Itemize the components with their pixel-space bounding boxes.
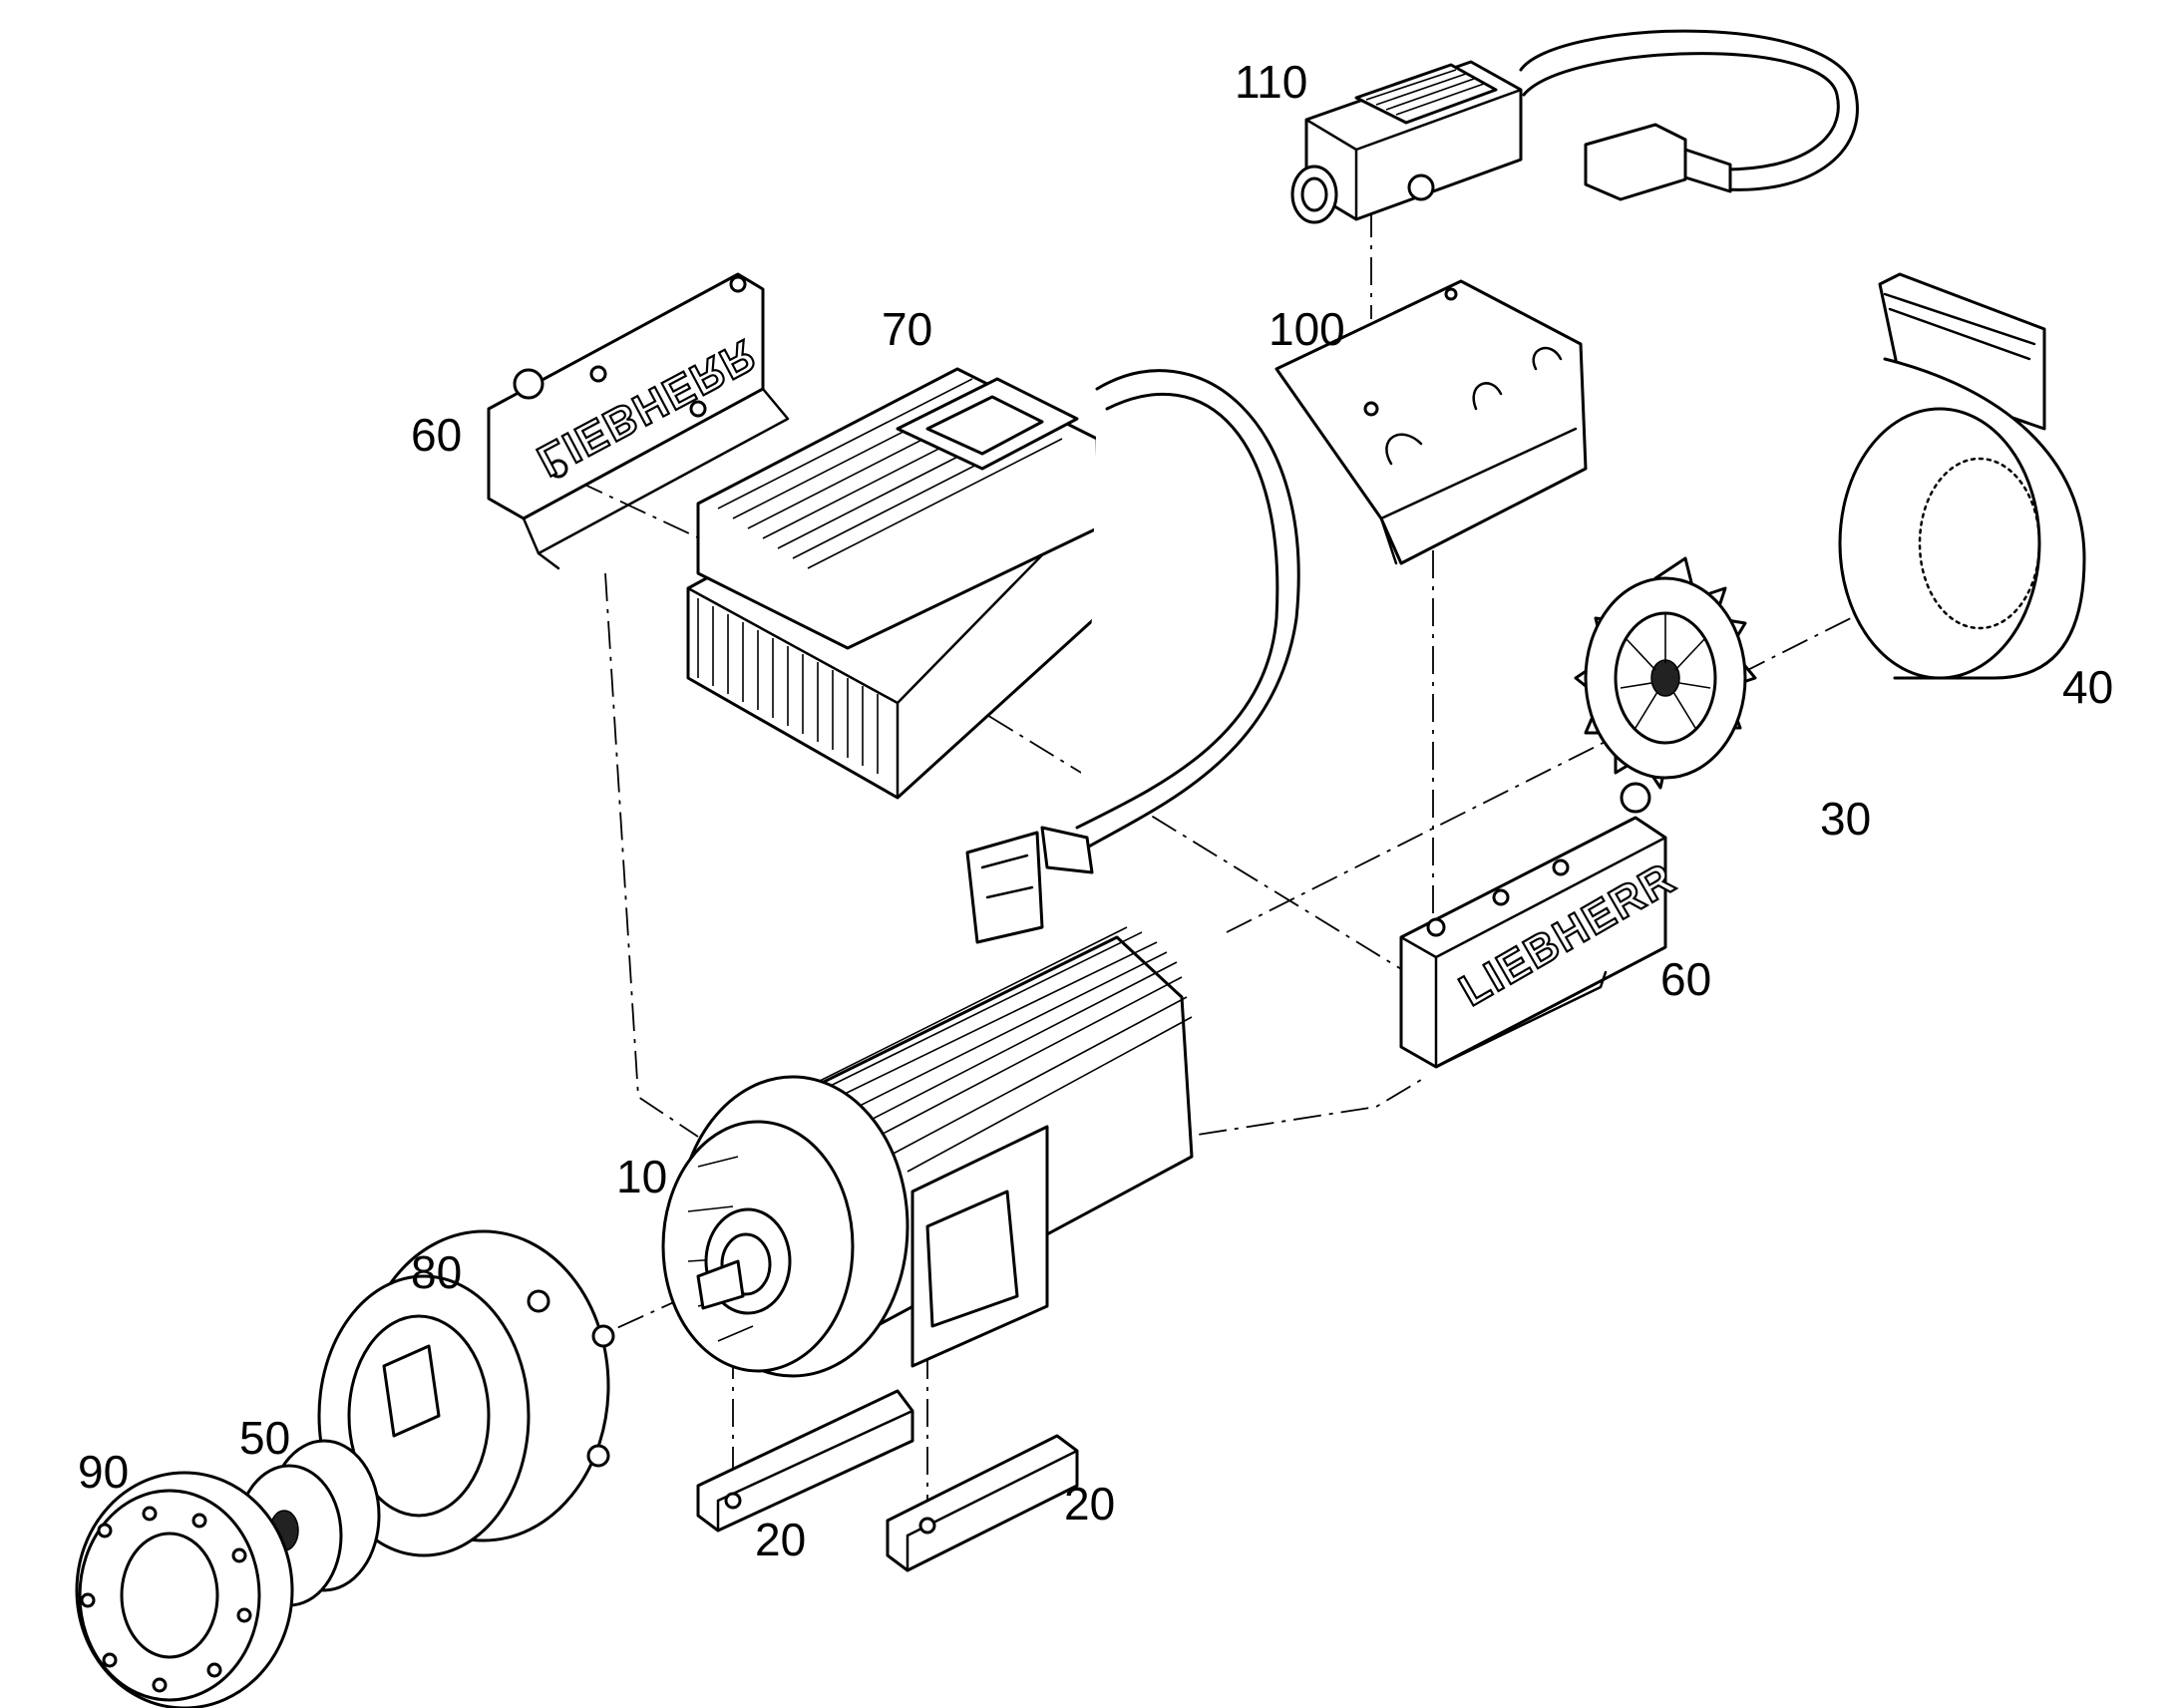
part-110-junction-box [1290, 29, 1859, 224]
callout-90: 90 [78, 1446, 129, 1498]
callout-40: 40 [2062, 661, 2113, 713]
part-90-flange-ring [75, 1471, 294, 1708]
callout-30: 30 [1820, 793, 1871, 845]
part-20-rail-right [886, 1434, 1079, 1572]
part-10-motor [661, 926, 1194, 1378]
callout-60-right: 60 [1660, 953, 1711, 1005]
callout-50: 50 [239, 1412, 290, 1464]
callout-10: 10 [616, 1151, 667, 1202]
part-70-converter-unit [686, 367, 1300, 944]
callout-100: 100 [1269, 303, 1345, 355]
part-100-bracket-plate [1274, 279, 1588, 565]
part-30-impeller-fan [1574, 556, 1757, 790]
callout-70: 70 [882, 303, 932, 355]
part-40-fan-cowl [1838, 272, 2086, 680]
part-60-bracket-right: LIEBHERR [1399, 782, 1685, 1069]
callout-20-right: 20 [1064, 1478, 1115, 1530]
callout-labels: 110 100 70 60 40 30 60 10 80 50 90 20 20 [78, 56, 2113, 1565]
callout-60-upper: 60 [411, 409, 462, 461]
part-20-rail-left [696, 1389, 914, 1533]
callout-80: 80 [411, 1246, 462, 1298]
part-80-flange-housing [317, 1229, 615, 1557]
callout-20-left: 20 [755, 1514, 806, 1565]
callout-110: 110 [1235, 56, 1307, 108]
